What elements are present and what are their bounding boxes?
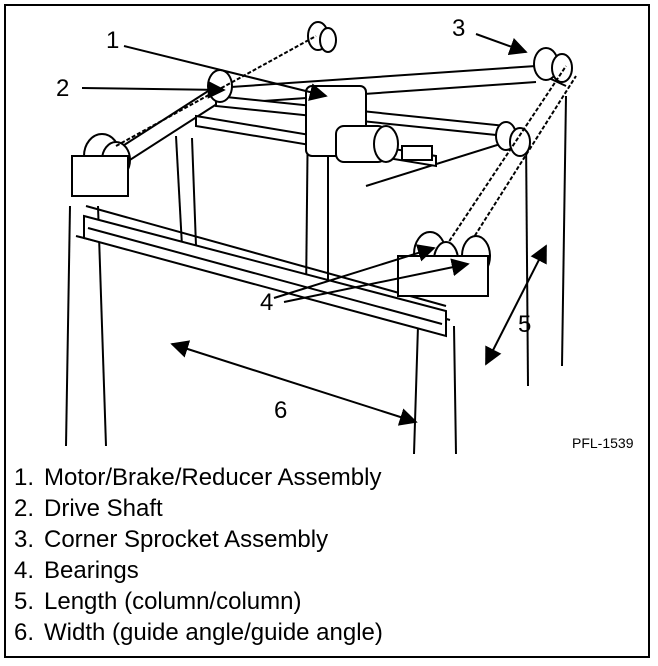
- parts-legend: 1. Motor/Brake/Reducer Assembly 2. Drive S…: [14, 462, 383, 648]
- bearings: [397, 231, 491, 297]
- callout-5: 5: [518, 311, 531, 338]
- legend-text: Width (guide angle/guide angle): [44, 619, 383, 646]
- legend-item: 2. Drive Shaft: [14, 493, 383, 524]
- callout-1: 1: [106, 27, 119, 54]
- callout-4: 4: [260, 289, 273, 316]
- legend-item: 5. Length (column/column): [14, 586, 383, 617]
- corner-sprocket-assemblies: [71, 21, 573, 197]
- legend-number: 2.: [14, 495, 35, 522]
- callout-6: 6: [274, 397, 287, 424]
- legend-text: Drive Shaft: [44, 495, 163, 522]
- legend-item: 4. Bearings: [14, 555, 383, 586]
- legend-text: Length (column/column): [44, 588, 302, 615]
- legend-number: 1.: [14, 464, 35, 491]
- callout-leaders: [81, 33, 547, 426]
- legend-text: Motor/Brake/Reducer Assembly: [44, 464, 382, 491]
- callout-3: 3: [452, 15, 465, 42]
- lift-frame-illustration: 1 2 3 4 5 6 PFL-1539: [56, 15, 634, 455]
- motor-brake-reducer: [305, 85, 433, 163]
- callout-2: 2: [56, 75, 69, 102]
- legend-number: 3.: [14, 526, 35, 553]
- legend-item: 1. Motor/Brake/Reducer Assembly: [14, 462, 383, 493]
- legend-text: Corner Sprocket Assembly: [44, 526, 329, 553]
- legend-number: 6.: [14, 619, 35, 646]
- legend-item: 3. Corner Sprocket Assembly: [14, 524, 383, 555]
- legend-text: Bearings: [44, 557, 139, 584]
- frame-columns: [65, 95, 567, 455]
- guide-angle: [83, 214, 447, 338]
- legend-number: 4.: [14, 557, 35, 584]
- legend-number: 5.: [14, 588, 35, 615]
- legend-item: 6. Width (guide angle/guide angle): [14, 617, 383, 648]
- figure-code: PFL-1539: [572, 435, 634, 451]
